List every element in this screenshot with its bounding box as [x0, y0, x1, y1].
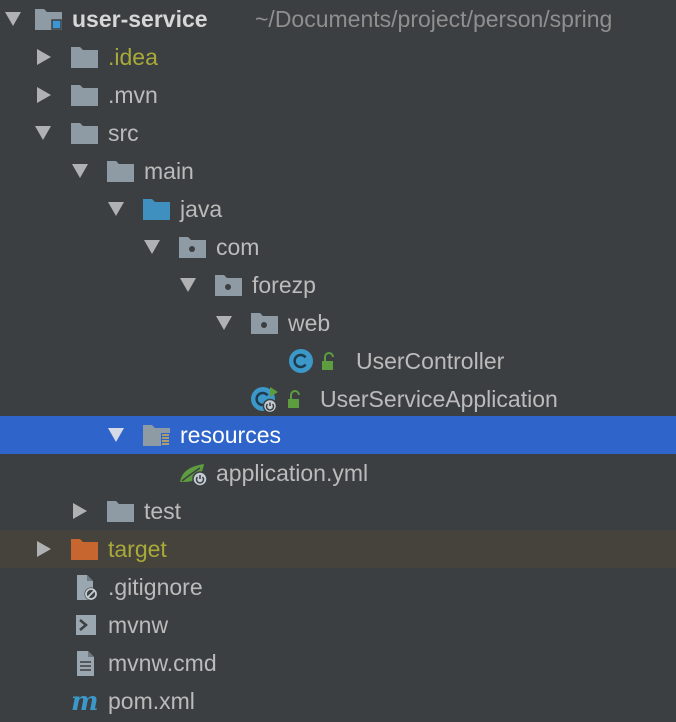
package-icon	[178, 234, 208, 260]
tree-node-application-yml[interactable]: application.yml	[0, 454, 676, 492]
ignored-file-icon	[74, 574, 104, 601]
tree-node-label: mvnw	[108, 612, 169, 638]
excluded-folder-icon	[70, 536, 100, 562]
package-icon	[214, 272, 244, 298]
expand-arrow-icon[interactable]	[37, 87, 51, 103]
tree-node-label: src	[108, 120, 139, 146]
expand-arrow-icon[interactable]	[144, 240, 160, 254]
project-path: ~/Documents/project/person/spring	[255, 6, 613, 32]
tree-node-label: mvnw.cmd	[108, 650, 217, 676]
svg-text:m: m	[71, 688, 99, 716]
tree-node-forezp[interactable]: forezp	[0, 266, 676, 304]
tree-node-label: application.yml	[216, 460, 369, 486]
resources-folder-icon	[142, 422, 172, 448]
expand-arrow-icon[interactable]	[72, 164, 88, 178]
tree-node-label: target	[108, 536, 167, 562]
expand-arrow-icon[interactable]	[73, 503, 87, 519]
tree-node-label: .gitignore	[108, 574, 203, 600]
tree-node-label: pom.xml	[108, 688, 195, 714]
package-icon	[250, 310, 280, 336]
expand-arrow-icon[interactable]	[108, 202, 124, 216]
tree-node-label: web	[288, 310, 331, 336]
tree-node-java[interactable]: java	[0, 190, 676, 228]
tree-node-label: forezp	[252, 272, 316, 298]
tree-node-user-service-application[interactable]: UserServiceApplication	[0, 380, 676, 418]
tree-node-mvnw-cmd[interactable]: mvnw.cmd	[0, 644, 676, 682]
tree-node-label: UserController	[356, 348, 505, 374]
spring-boot-class-icon	[250, 386, 280, 414]
folder-icon	[106, 158, 136, 184]
project-name: user-service	[72, 6, 208, 32]
tree-node-label: .mvn	[108, 82, 158, 108]
tree-node-label: UserServiceApplication	[320, 386, 558, 412]
folder-icon	[70, 82, 100, 108]
tree-node-label: main	[144, 158, 194, 184]
tree-node-mvnw[interactable]: mvnw	[0, 606, 676, 644]
tree-node-label: java	[180, 196, 223, 222]
expand-arrow-icon[interactable]	[216, 316, 232, 330]
tree-node-target[interactable]: target	[0, 530, 676, 568]
text-file-icon	[74, 650, 104, 676]
expand-arrow-icon[interactable]	[108, 428, 124, 442]
tree-node-label: test	[144, 498, 182, 524]
tree-node-mvn[interactable]: .mvn	[0, 76, 676, 114]
tree-node-gitignore[interactable]: .gitignore	[0, 568, 676, 606]
tree-node-label: com	[216, 234, 260, 260]
tree-node-idea[interactable]: .idea	[0, 38, 676, 76]
tree-node-web[interactable]: web	[0, 304, 676, 342]
shell-script-icon	[74, 612, 104, 638]
module-folder-icon	[34, 6, 64, 32]
tree-node-label: .idea	[108, 44, 158, 70]
folder-icon	[70, 44, 100, 70]
expand-arrow-icon[interactable]	[180, 278, 196, 292]
source-folder-icon	[142, 196, 172, 222]
spring-config-file-icon	[178, 460, 208, 487]
tree-node-user-controller[interactable]: UserController	[0, 342, 676, 380]
expand-arrow-icon[interactable]	[37, 49, 51, 65]
class-icon	[287, 348, 317, 374]
expand-arrow-icon[interactable]	[35, 126, 51, 140]
unlock-icon	[319, 348, 339, 374]
folder-icon	[70, 120, 100, 146]
expand-arrow-icon[interactable]	[37, 541, 51, 557]
tree-node-pom-xml[interactable]: m pom.xml	[0, 682, 676, 720]
tree-node-resources[interactable]: resources	[0, 416, 676, 454]
maven-icon: m	[70, 687, 104, 717]
unlock-icon	[285, 386, 305, 412]
tree-node-test[interactable]: test	[0, 492, 676, 530]
tree-node-main[interactable]: main	[0, 152, 676, 190]
tree-node-label: resources	[180, 422, 281, 448]
tree-node-com[interactable]: com	[0, 228, 676, 266]
tree-node-project-root[interactable]: user-service ~/Documents/project/person/…	[0, 0, 676, 38]
tree-node-src[interactable]: src	[0, 114, 676, 152]
expand-arrow-icon[interactable]	[5, 12, 21, 26]
folder-icon	[106, 498, 136, 524]
